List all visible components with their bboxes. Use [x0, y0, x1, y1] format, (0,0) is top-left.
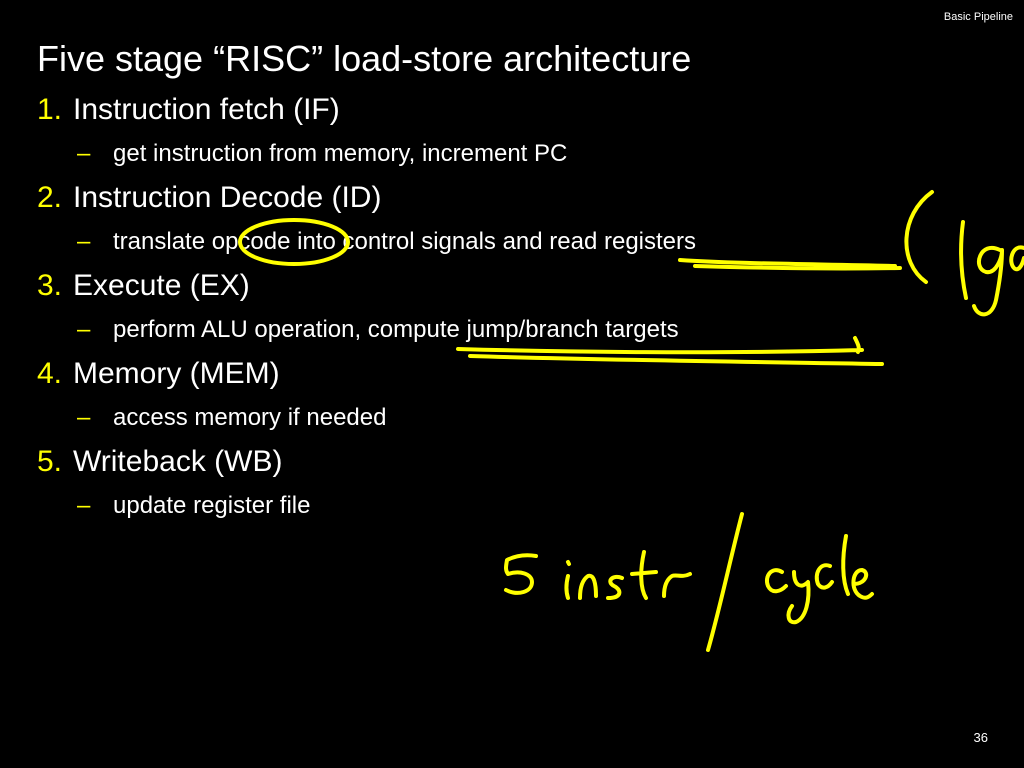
stage-detail-text: perform ALU operation, compute jump/bran…	[113, 316, 679, 343]
stage-detail: – get instruction from memory, increment…	[37, 132, 696, 176]
stage-item-mem: 4. Memory (MEM) – access memory if neede…	[37, 352, 696, 440]
stage-number: 4.	[37, 357, 63, 390]
stage-detail: – perform ALU operation, compute jump/br…	[37, 308, 696, 352]
stage-list: 1. Instruction fetch (IF) – get instruct…	[37, 88, 696, 528]
stage-name: Instruction Decode (ID)	[73, 181, 382, 214]
read-registers-underline	[678, 258, 902, 271]
stage-heading: 4. Memory (MEM)	[37, 352, 696, 396]
stage-heading: 5. Writeback (WB)	[37, 440, 696, 484]
stage-item-ex: 3. Execute (EX) – perform ALU operation,…	[37, 264, 696, 352]
stage-name: Execute (EX)	[73, 269, 250, 302]
stage-item-id: 2. Instruction Decode (ID) – translate o…	[37, 176, 696, 264]
stage-heading: 1. Instruction fetch (IF)	[37, 88, 696, 132]
stage-detail-text: access memory if needed	[113, 404, 387, 431]
stage-number: 2.	[37, 181, 63, 214]
stage-item-wb: 5. Writeback (WB) – update register file	[37, 440, 696, 528]
slide-header: Basic Pipeline	[943, 11, 1013, 23]
handwritten-gate-note	[904, 190, 1024, 317]
stage-detail-text: translate opcode into control signals an…	[113, 228, 697, 255]
stage-name: Writeback (WB)	[73, 445, 283, 478]
stage-detail: – update register file	[37, 484, 696, 528]
dash-bullet: –	[77, 316, 91, 343]
stage-name: Memory (MEM)	[73, 357, 280, 390]
dash-bullet: –	[77, 228, 91, 255]
page-number: 36	[973, 730, 988, 745]
slide-title: Five stage “RISC” load-store architectur…	[37, 38, 692, 79]
stage-item-if: 1. Instruction fetch (IF) – get instruct…	[37, 88, 696, 176]
stage-number: 1.	[37, 93, 63, 126]
stage-detail: – access memory if needed	[37, 396, 696, 440]
dash-bullet: –	[77, 404, 91, 431]
stage-detail-text: get instruction from memory, increment P…	[113, 140, 568, 167]
stage-name: Instruction fetch (IF)	[73, 93, 340, 126]
stage-heading: 2. Instruction Decode (ID)	[37, 176, 696, 220]
stage-number: 3.	[37, 269, 63, 302]
stage-heading: 3. Execute (EX)	[37, 264, 696, 308]
dash-bullet: –	[77, 140, 91, 167]
stage-number: 5.	[37, 445, 63, 478]
dash-bullet: –	[77, 492, 91, 519]
stage-detail: – translate opcode into control signals …	[37, 220, 696, 264]
handwritten-instr-per-cycle-note	[504, 512, 874, 652]
stage-detail-text: update register file	[113, 492, 311, 519]
